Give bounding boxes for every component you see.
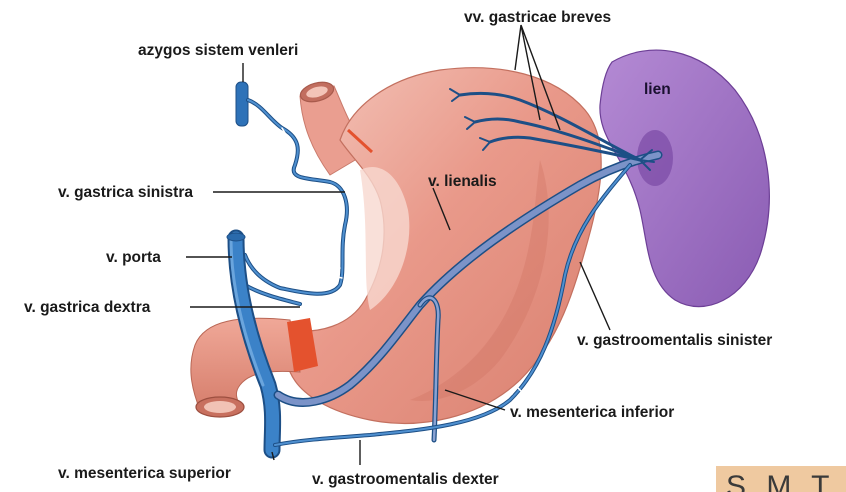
label-v-porta: v. porta [106,250,161,266]
label-v-gastrica-sinistra: v. gastrica sinistra [58,185,193,201]
label-v-gastroomentalis-dexter: v. gastroomentalis dexter [312,472,499,488]
label-v-lienalis: v. lienalis [428,174,497,190]
label-v-mesenterica-inferior: v. mesenterica inferior [510,405,674,421]
label-v-gastroomentalis-sinister: v. gastroomentalis sinister [577,333,772,349]
azygos-vein [236,82,248,126]
label-lien: lien [644,82,671,98]
label-v-gastrica-dextra: v. gastrica dextra [24,300,150,316]
label-vv-gastricae-breves: vv. gastricae breves [464,10,611,26]
label-v-mesenterica-superior: v. mesenterica superior [58,466,231,482]
spleen [600,50,769,307]
watermark-text: S M T [726,472,835,492]
watermark: S M T [716,466,846,492]
label-azygos: azygos sistem venleri [138,43,298,59]
